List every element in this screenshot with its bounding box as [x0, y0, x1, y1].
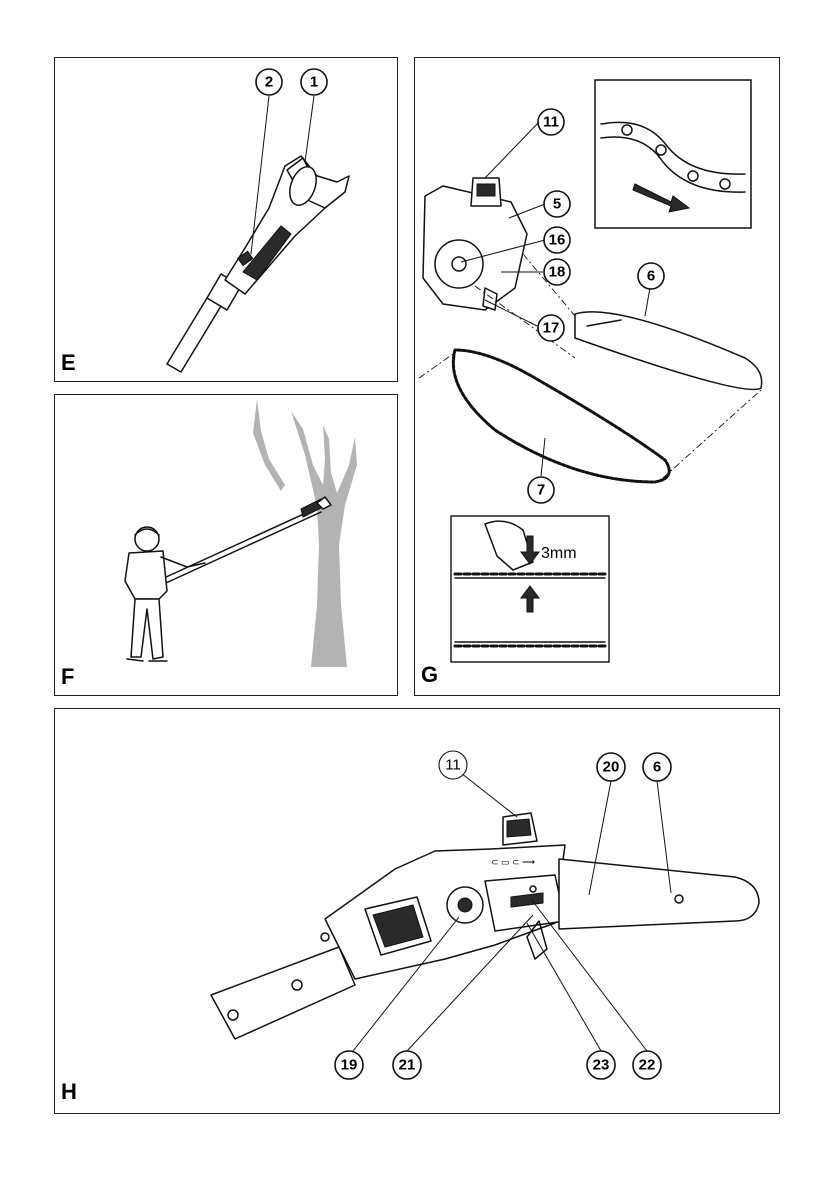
callout-g-16: 16 [544, 227, 570, 253]
assembly-line [663, 390, 761, 478]
callout-label: 20 [603, 759, 620, 776]
callout-h-22: 22 [633, 1051, 661, 1079]
knob-grip [507, 819, 531, 837]
leader-11 [485, 122, 539, 178]
callout-g-6: 6 [638, 263, 664, 289]
panel-h: ⊂ ▭ ⊂ ⟶ 11 20 6 [54, 708, 780, 1114]
callout-g-11: 11 [538, 109, 564, 135]
callout-h-11: 11 [439, 751, 467, 779]
person-torso [125, 551, 167, 599]
panel-e: 2 1 E [54, 57, 398, 382]
callout-h-23: 23 [587, 1051, 615, 1079]
callout-g-18: 18 [544, 259, 570, 285]
pole-saw-shaft [153, 507, 319, 583]
callout-h-21: 21 [393, 1051, 421, 1079]
callout-label: 16 [549, 232, 566, 249]
pole-saw-shaft-edge [155, 512, 321, 588]
callout-label: 2 [265, 74, 273, 91]
panel-f-drawing [55, 395, 399, 697]
person-head [135, 527, 159, 551]
callout-label: 19 [341, 1057, 358, 1074]
callout-e-1: 1 [301, 69, 327, 95]
direction-markings: ⊂ ▭ ⊂ ⟶ [491, 857, 535, 867]
person-legs [131, 599, 163, 659]
assembly-line [419, 354, 453, 378]
panel-letter-f: F [61, 666, 74, 688]
knob-grip [477, 184, 495, 196]
callout-label: 22 [639, 1057, 656, 1074]
callout-g-7: 7 [528, 477, 554, 503]
callout-e-2: 2 [256, 69, 282, 95]
callout-label: 6 [647, 268, 655, 285]
panel-g-drawing: 11 5 16 18 17 6 7 [415, 58, 781, 697]
callout-h-19: 19 [335, 1051, 363, 1079]
callout-label: 7 [537, 482, 545, 499]
panel-letter-g: G [421, 664, 438, 686]
callout-g-17: 17 [538, 315, 564, 341]
person-feet [127, 659, 167, 661]
callout-g-5: 5 [544, 191, 570, 217]
panel-h-drawing: ⊂ ▭ ⊂ ⟶ 11 20 6 [55, 709, 781, 1115]
callout-label: 23 [593, 1057, 610, 1074]
callout-h-6: 6 [643, 753, 671, 781]
tube-screw [321, 933, 329, 941]
leader-11 [461, 773, 517, 817]
callout-h-20: 20 [597, 753, 625, 781]
panel-g: 11 5 16 18 17 6 7 [414, 57, 780, 696]
callout-label: 6 [653, 759, 661, 776]
callout-label: 18 [549, 264, 566, 281]
panel-f: F [54, 394, 398, 696]
panel-e-drawing: 2 1 [55, 58, 399, 383]
callout-label: 1 [310, 74, 318, 91]
callout-label: 5 [553, 196, 561, 213]
pole-tube [167, 298, 221, 372]
leader-17 [485, 300, 537, 326]
saw-chain [453, 350, 669, 482]
tree-branch [253, 399, 285, 491]
callout-label: 17 [543, 320, 560, 337]
panel-letter-h: H [61, 1081, 77, 1103]
pole-tube [211, 947, 355, 1039]
callout-label: 11 [445, 757, 461, 774]
tree [291, 411, 357, 667]
callout-label: 11 [543, 114, 559, 131]
tension-measurement: 3mm [541, 545, 577, 562]
leader-1 [305, 96, 314, 162]
sprocket-hub [458, 898, 472, 912]
panel-letter-e: E [61, 352, 76, 374]
callout-label: 21 [399, 1057, 416, 1074]
bar-bolt [452, 257, 466, 271]
